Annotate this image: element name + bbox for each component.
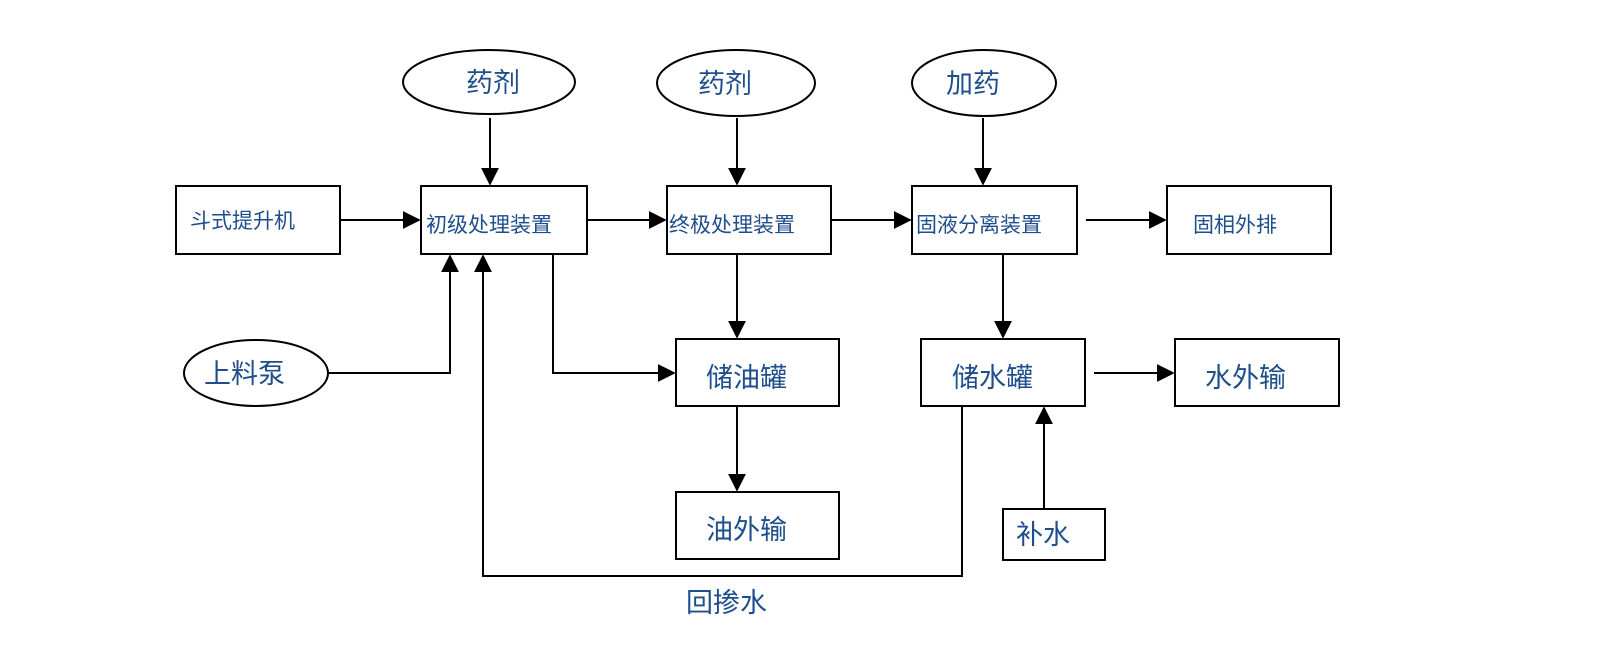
node-primary-treatment: 初级处理装置 [420,185,588,255]
node-final-treatment: 终极处理装置 [666,185,832,255]
node-feed-pump-label: 上料泵 [204,359,285,390]
edge-return-water [474,254,963,577]
node-bucket-elevator: 斗式提升机 [175,185,341,255]
node-bucket-elevator-label: 斗式提升机 [190,209,295,233]
node-dosing-label: 加药 [946,69,1000,100]
node-oil-export-label: 油外输 [706,515,787,546]
node-primary-treatment-label: 初级处理装置 [426,213,552,237]
node-solid-discharge-label: 固相外排 [1193,213,1277,237]
node-solid-liquid-separator: 固液分离装置 [911,185,1078,255]
node-dosing: 加药 [911,49,1057,117]
node-oil-tank: 储油罐 [675,338,840,407]
node-solid-discharge: 固相外排 [1166,185,1332,255]
edge-primary-to-oil-tank [552,254,676,382]
edge-feed-pump-to-primary [328,254,459,374]
node-water-export-label: 水外输 [1205,363,1286,394]
node-final-treatment-label: 终极处理装置 [669,213,795,237]
node-makeup-water: 补水 [1002,508,1106,561]
node-chemical-2: 药剂 [656,49,816,117]
node-chemical-1: 药剂 [402,49,576,115]
node-chemical-2-label: 药剂 [698,69,752,100]
node-feed-pump: 上料泵 [183,339,329,407]
node-solid-liquid-separator-label: 固液分离装置 [916,213,1042,237]
node-water-tank-label: 储水罐 [952,363,1033,394]
node-makeup-water-label: 补水 [1016,520,1070,551]
node-water-tank: 储水罐 [920,338,1086,407]
node-oil-export: 油外输 [675,491,840,560]
node-water-export: 水外输 [1174,338,1340,407]
node-oil-tank-label: 储油罐 [706,363,787,394]
node-chemical-1-label: 药剂 [466,68,520,99]
edge-return-water-label: 回掺水 [686,588,767,619]
